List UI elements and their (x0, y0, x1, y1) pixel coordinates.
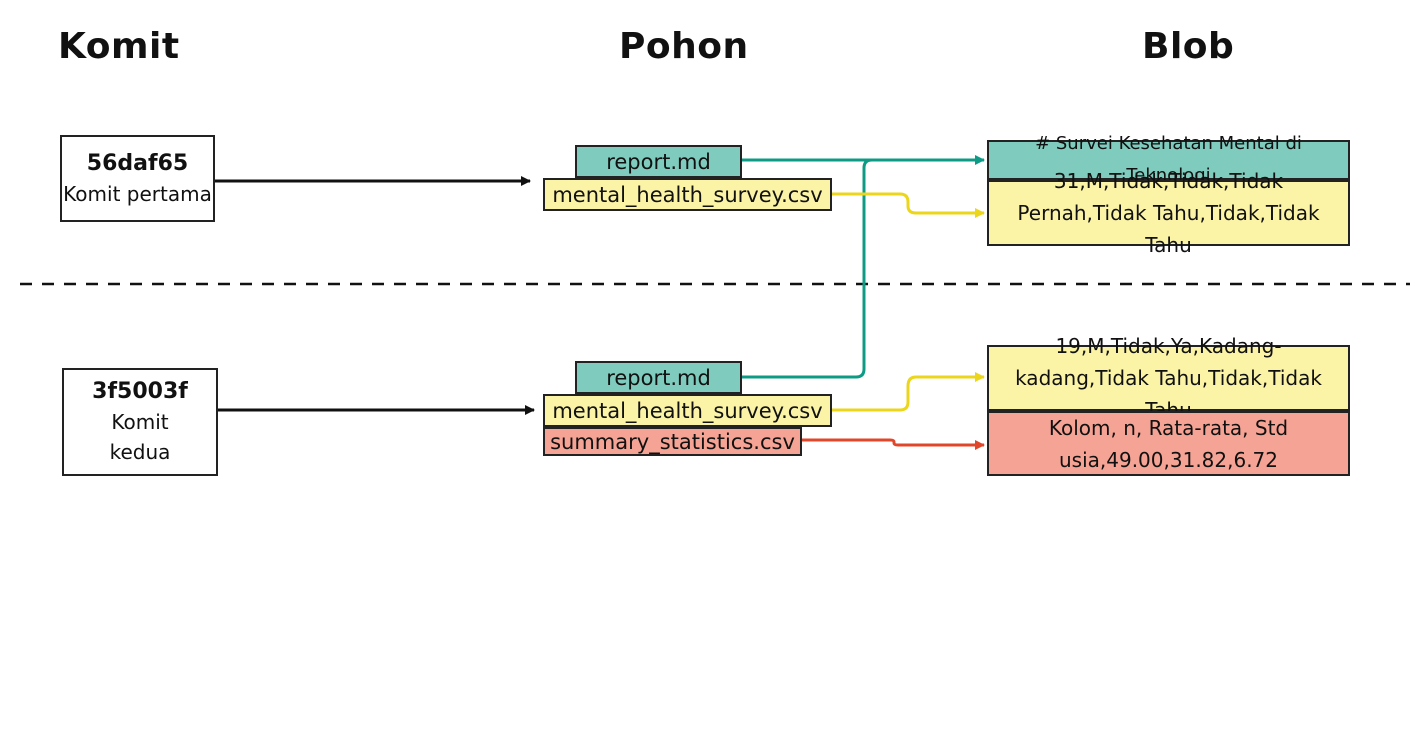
heading-blobs: Blob (1142, 26, 1235, 67)
commit-hash: 56daf65 (86, 150, 189, 176)
tree2-entry-summary: summary_statistics.csv (543, 427, 802, 456)
commit-hash: 3f5003f (92, 379, 188, 404)
heading-trees: Pohon (619, 26, 749, 67)
heading-commits: Komit (58, 26, 180, 67)
tree2-entry-report: report.md (575, 361, 742, 394)
tree1-entry-survey: mental_health_survey.csv (543, 178, 832, 211)
report2-to-blob-arrow (742, 158, 984, 379)
tree1-entry-report: report.md (575, 145, 742, 178)
blob-report-md: # Survei Kesehatan Mental di Teknologi (987, 133, 1350, 186)
tree2-entry-survey: mental_health_survey.csv (543, 394, 832, 427)
survey1-to-blob-arrow (832, 192, 985, 218)
commit-box-2: 3f5003f Komit kedua (62, 368, 218, 476)
blob-survey-v2: 19,M,Tidak,Ya,Kadang-kadang,Tidak Tahu,T… (987, 334, 1350, 422)
blob-summary-statistics: Kolom, n, Rata-rata, Std usia,49.00,31.8… (987, 411, 1350, 476)
commit-message: Komit kedua (109, 410, 171, 464)
survey2-to-blob-arrow (832, 372, 985, 412)
commit-box-1: 56daf65 Komit pertama (60, 135, 215, 222)
commit-message: Komit pertama (63, 181, 212, 206)
summary-to-blob-arrow (802, 438, 985, 450)
blob-survey-v1: 31,M,Tidak,Tidak,Tidak Pernah,Tidak Tahu… (987, 169, 1350, 257)
